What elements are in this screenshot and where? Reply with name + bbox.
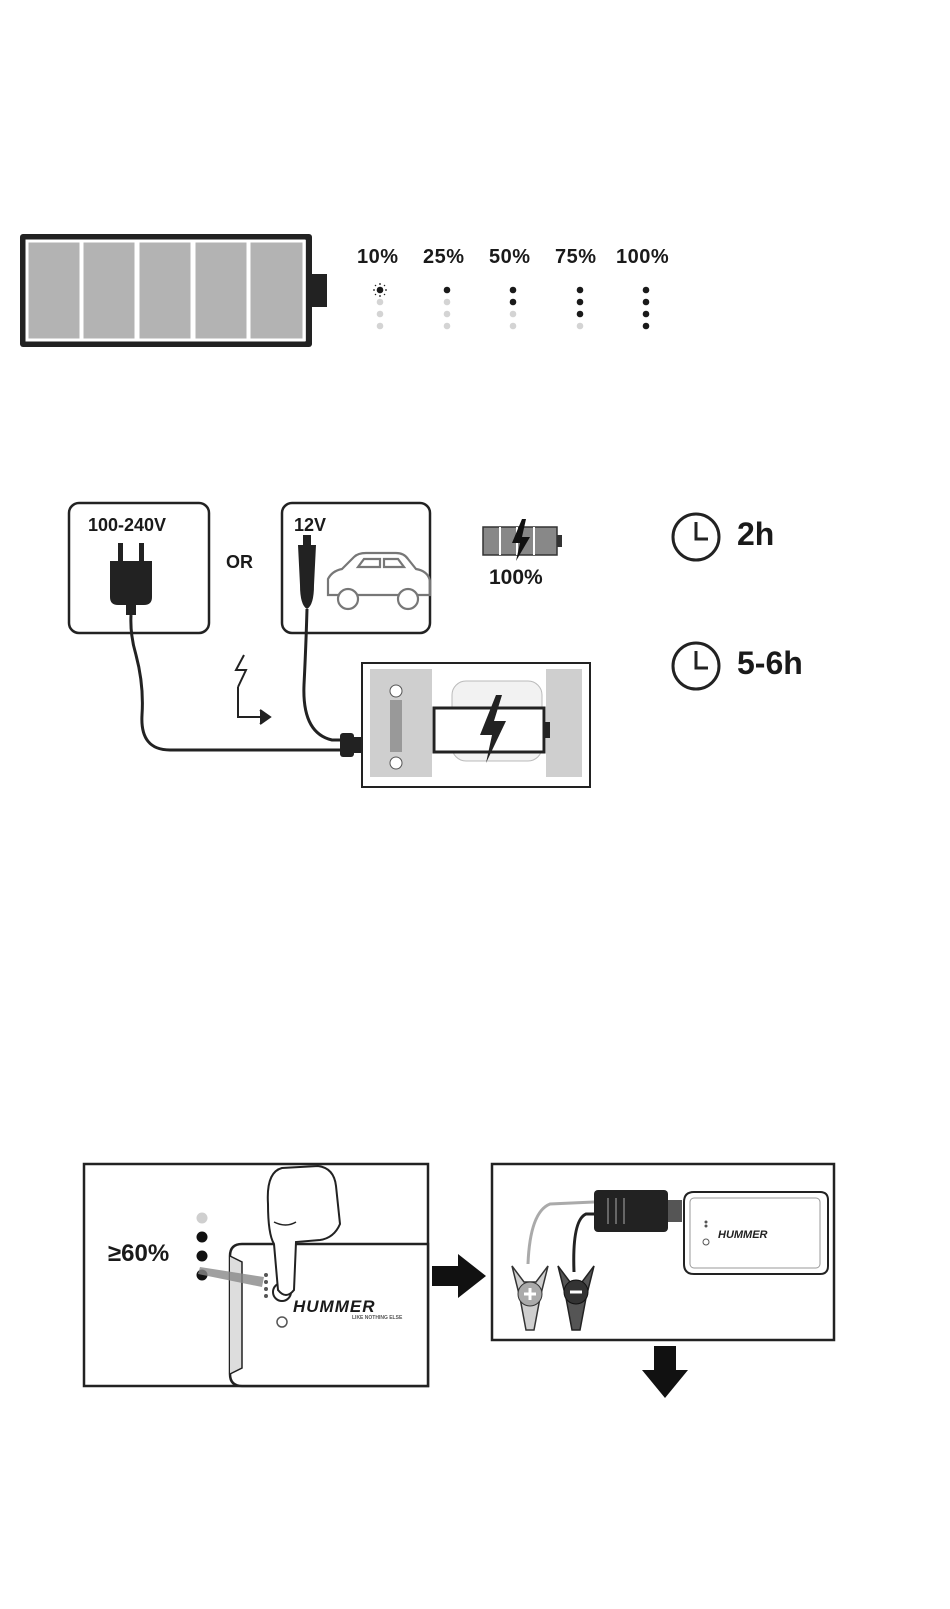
level-label-100: 100% xyxy=(616,246,669,269)
full-battery-icon xyxy=(483,519,562,561)
input-lightning-icon xyxy=(236,655,270,724)
led-dot xyxy=(197,1213,208,1224)
clock-icon xyxy=(668,637,724,695)
led-dot xyxy=(444,299,451,306)
led-dot xyxy=(444,311,451,318)
blink-ray xyxy=(375,294,376,295)
device-brand-logo: HUMMER xyxy=(718,1229,768,1241)
car-voltage-label: 12V xyxy=(294,515,326,536)
battery-cell xyxy=(194,241,248,340)
led-dot xyxy=(643,299,650,306)
led-dot xyxy=(444,323,451,330)
led-dot xyxy=(577,311,584,318)
ac-plug-icon xyxy=(110,543,152,615)
led-dot xyxy=(643,311,650,318)
arrow-down-icon xyxy=(640,1342,690,1402)
led-dot xyxy=(377,299,384,306)
led-dot xyxy=(444,287,451,294)
led-indicator-grid xyxy=(350,280,680,340)
clock-icon xyxy=(668,508,724,566)
battery-cell xyxy=(82,241,136,340)
clamps-connect-panel: HUMMER xyxy=(490,1162,838,1342)
level-label-75: 75% xyxy=(555,246,597,269)
power-on-panel xyxy=(82,1162,432,1390)
blink-ray xyxy=(384,285,385,286)
led-dot xyxy=(643,287,650,294)
charge-threshold-label: ≥60% xyxy=(108,1240,169,1268)
led-dot xyxy=(510,311,517,318)
led-dot xyxy=(643,323,650,330)
led-dot xyxy=(377,311,384,318)
led-dot xyxy=(510,299,517,306)
led-dot xyxy=(510,323,517,330)
car-plug-icon xyxy=(298,535,316,609)
level-label-50: 50% xyxy=(489,246,531,269)
battery-level-illustration xyxy=(18,232,333,350)
led-dot xyxy=(197,1232,208,1243)
car-charge-time: 5-6h xyxy=(737,645,803,682)
battery-terminal xyxy=(311,274,327,307)
clamp-connector xyxy=(594,1190,668,1232)
brand-logo: HUMMER xyxy=(293,1297,376,1317)
charging-diagram xyxy=(60,495,620,800)
battery-cell xyxy=(249,241,304,340)
led-dot xyxy=(197,1251,208,1262)
blink-ray xyxy=(384,294,385,295)
car-icon xyxy=(328,553,430,609)
arrow-right-icon xyxy=(428,1252,490,1302)
ac-voltage-label: 100-240V xyxy=(88,515,166,536)
blink-ray xyxy=(375,285,376,286)
level-label-10: 10% xyxy=(357,246,399,269)
led-dot xyxy=(377,287,384,294)
led-dot xyxy=(577,299,584,306)
led-dot xyxy=(577,323,584,330)
ac-charge-time: 2h xyxy=(737,516,774,553)
led-dot xyxy=(377,323,384,330)
jump-starter-device xyxy=(362,663,590,787)
or-label: OR xyxy=(226,552,253,573)
led-dot xyxy=(577,287,584,294)
battery-cell xyxy=(27,241,81,340)
full-charge-label: 100% xyxy=(489,566,543,590)
led-dot xyxy=(510,287,517,294)
level-label-25: 25% xyxy=(423,246,465,269)
brand-tagline: LIKE NOTHING ELSE xyxy=(352,1315,402,1321)
battery-cell xyxy=(138,241,192,340)
